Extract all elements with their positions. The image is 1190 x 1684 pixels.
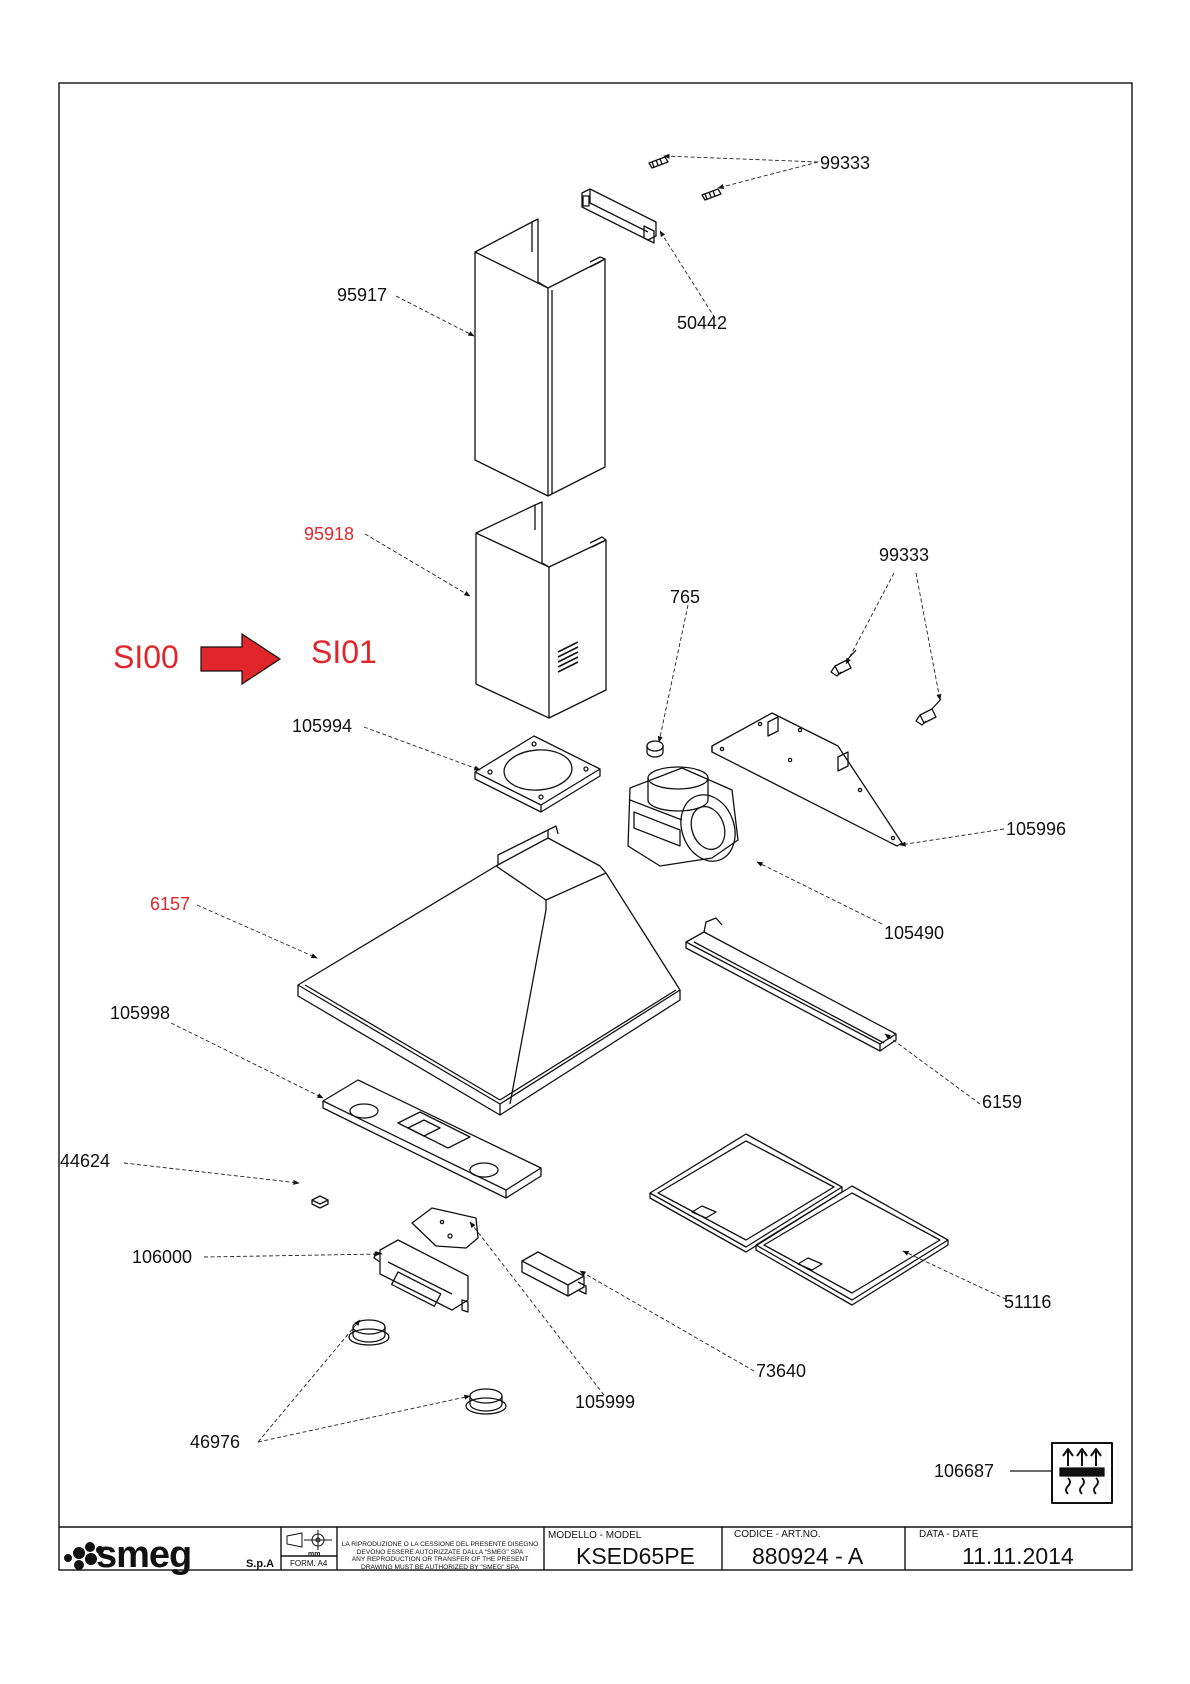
lamp-46976-b xyxy=(465,1388,507,1415)
lamp-housing-106000 xyxy=(373,1239,469,1313)
part-label-105999: 105999 xyxy=(575,1392,636,1412)
revision-to: SI01 xyxy=(311,634,377,670)
revision-arrow xyxy=(200,632,282,686)
back-panel-105996 xyxy=(711,712,903,847)
bracket-50442 xyxy=(581,188,657,244)
part-label-6157: 6157 xyxy=(150,894,191,914)
switch-44624 xyxy=(311,1195,329,1209)
chimney-lower-95918 xyxy=(475,501,607,719)
code-value: 880924 - A xyxy=(752,1543,864,1569)
hood-body-6157 xyxy=(297,825,681,1116)
filter-rail-6159 xyxy=(685,917,897,1052)
part-label-6159: 6159 xyxy=(982,1092,1023,1112)
part-label-73640: 73640 xyxy=(756,1361,807,1381)
part-label-105490: 105490 xyxy=(884,923,945,943)
part-label-46976: 46976 xyxy=(190,1432,241,1452)
part-label-51116: 51116 xyxy=(1004,1292,1052,1312)
brand-logo: smeg xyxy=(96,1534,192,1576)
sheet-frame xyxy=(58,82,1133,1571)
control-panel-105998 xyxy=(322,1079,542,1199)
parts-outline xyxy=(297,156,1113,1504)
part-label-765: 765 xyxy=(670,587,701,607)
revision-from: SI00 xyxy=(113,639,179,675)
heat-symbol-106687 xyxy=(1051,1442,1113,1504)
model-value: KSED65PE xyxy=(576,1543,695,1569)
code-label: CODICE - ART.NO. xyxy=(734,1529,821,1540)
smeg-logo-dots xyxy=(64,1542,104,1570)
legal-notice-it: LA RIPRODUZIONE O LA CESSIONE DEL PRESEN… xyxy=(341,1541,539,1556)
part-label-50442: 50442 xyxy=(677,313,728,333)
scale-unit: mm xyxy=(308,1551,321,1558)
part-label-105998: 105998 xyxy=(110,1003,171,1023)
screw-99333-top xyxy=(648,156,722,201)
lamp-46976-a xyxy=(348,1319,390,1346)
grease-filter-51116-a xyxy=(649,1133,843,1253)
brand-suffix: S.p.A xyxy=(246,1558,275,1570)
date-value: 11.11.2014 xyxy=(962,1543,1074,1569)
legal-notice: LA RIPRODUZIONE O LA CESSIONE DEL PRESEN… xyxy=(338,1541,542,1571)
form-size: FORM. A4 xyxy=(290,1559,328,1568)
part-label-95918: 95918 xyxy=(304,524,355,544)
part-label-99333-right: 99333 xyxy=(879,545,930,565)
transformer-73640 xyxy=(521,1251,587,1297)
date-label: DATA - DATE xyxy=(919,1529,979,1540)
legal-notice-en: ANY REPRODUCTION OR TRANSFER OF THE PRES… xyxy=(351,1556,529,1571)
leader-lines xyxy=(123,153,1013,1443)
part-label-105994: 105994 xyxy=(292,716,353,736)
mount-plate-105999 xyxy=(411,1207,479,1249)
part-label-106000: 106000 xyxy=(132,1247,193,1267)
part-label-105996: 105996 xyxy=(1006,819,1067,839)
flange-plate-105994 xyxy=(474,735,601,813)
chimney-upper-95917 xyxy=(474,218,606,497)
blower-motor-105490 xyxy=(627,766,739,867)
spacer-765 xyxy=(646,740,664,758)
part-label-99333-top: 99333 xyxy=(820,153,871,173)
part-label-95917: 95917 xyxy=(337,285,388,305)
model-label: MODELLO - MODEL xyxy=(548,1530,642,1541)
grease-filter-51116-b xyxy=(755,1185,949,1306)
projection-symbol xyxy=(286,1530,332,1550)
screw-99333-right xyxy=(830,649,942,726)
part-label-44624: 44624 xyxy=(60,1151,111,1171)
part-label-106687: 106687 xyxy=(934,1461,995,1481)
